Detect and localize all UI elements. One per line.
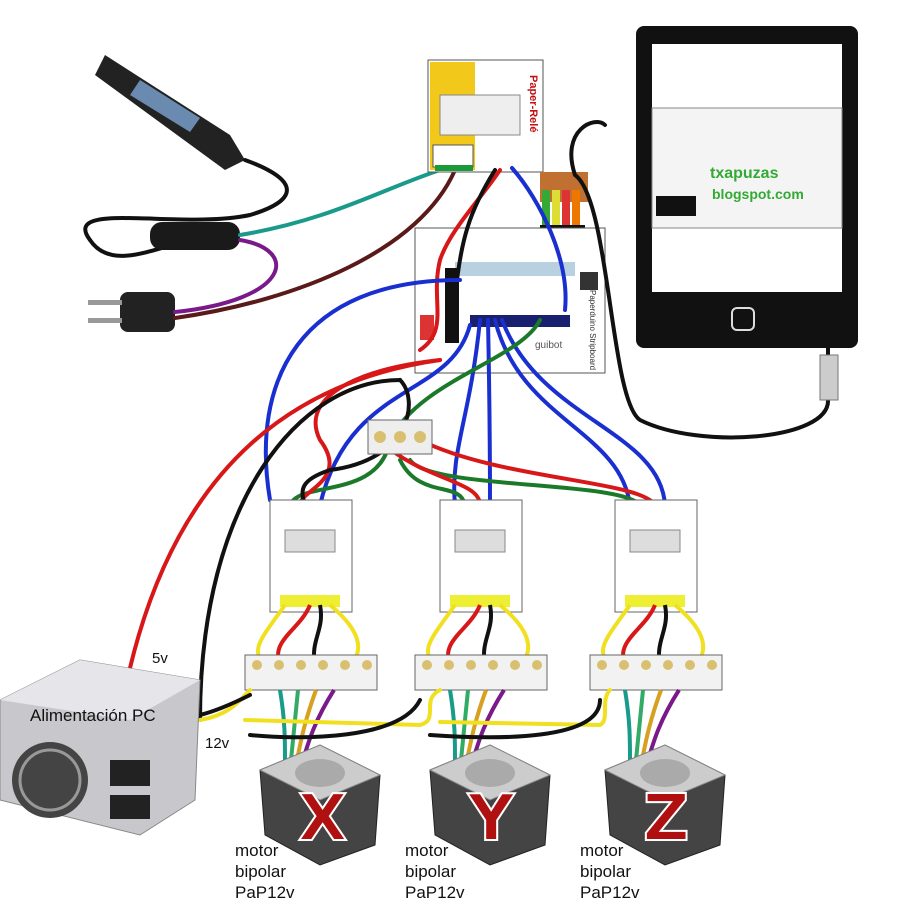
driver-board: [269, 499, 353, 613]
terminal-strip: [244, 654, 378, 691]
axis-letter-x: X: [297, 781, 348, 857]
motor-label-line2: bipolar: [580, 862, 632, 881]
terminal-screw: [619, 660, 629, 670]
driver-chip: [629, 529, 681, 553]
motor-wire: [459, 689, 470, 761]
motor-label-line1: motor: [405, 841, 449, 860]
terminal-screw: [340, 660, 350, 670]
terminal-screw: [422, 660, 432, 670]
motor-label-line2: bipolar: [235, 862, 287, 881]
terminal-screw: [466, 660, 476, 670]
terminal-screw: [663, 660, 673, 670]
terminal-screw: [318, 660, 328, 670]
tablet: [636, 26, 858, 348]
arduino-brand-label: guibot: [535, 340, 563, 351]
motor-label-line2: bipolar: [405, 862, 457, 881]
terminal-screw: [444, 660, 454, 670]
rotary-tool: [83, 55, 289, 258]
usb-cable: [569, 120, 831, 440]
motor-wire: [448, 689, 457, 761]
motor-shaft-flange: [465, 759, 515, 787]
driver-output-header: [450, 595, 510, 607]
psu-12v-label: 12v: [205, 735, 230, 752]
junction-block: [367, 419, 433, 455]
terminal-screw: [252, 660, 262, 670]
terminal-screw: [274, 660, 284, 670]
motor-shaft-flange: [295, 759, 345, 787]
pc-power-supply: [0, 659, 201, 836]
motor-label-line3: PaP12v: [580, 883, 640, 900]
motor-shaft-flange: [640, 759, 690, 787]
motor-label-line1: motor: [235, 841, 279, 860]
terminal-screw: [597, 660, 607, 670]
terminal-screw: [362, 660, 372, 670]
driver-chip: [454, 529, 506, 553]
motor-wire: [623, 689, 632, 761]
driver-chip: [284, 529, 336, 553]
terminal-screw: [296, 660, 306, 670]
power-plug: [88, 292, 175, 332]
driver-output-header: [280, 595, 340, 607]
motor-wire: [289, 689, 300, 761]
tablet-logo-line2: blogspot.com: [712, 186, 804, 202]
relay-board: [427, 59, 544, 173]
terminal-screw: [641, 660, 651, 670]
motor-label-line1: motor: [580, 841, 624, 860]
axis-letter-z: Z: [642, 781, 690, 857]
terminal-screw: [685, 660, 695, 670]
driver-output-header: [625, 595, 685, 607]
axis-letter-y: Y: [467, 781, 515, 857]
terminal-screw: [510, 660, 520, 670]
motor-wire: [278, 689, 287, 761]
terminal-screw: [532, 660, 542, 670]
terminal-screw: [707, 660, 717, 670]
driver-board: [614, 499, 698, 613]
psu-label: Alimentación PC: [30, 706, 156, 725]
psu-5v-label: 5v: [152, 650, 168, 667]
inline-connector: [150, 222, 240, 250]
motor-label-line3: PaP12v: [405, 883, 465, 900]
terminal-strip: [414, 654, 548, 691]
relay-board-label: Paper-Relé: [527, 75, 539, 133]
arduino-board-label: Paperduino Stripboard: [588, 290, 597, 371]
motor-wire: [634, 689, 645, 761]
terminal-screw: [488, 660, 498, 670]
motor-label-line3: PaP12v: [235, 883, 295, 900]
tablet-logo-line1: txapuzas: [710, 165, 779, 182]
driver-board: [439, 499, 523, 613]
terminal-strip: [589, 654, 723, 691]
